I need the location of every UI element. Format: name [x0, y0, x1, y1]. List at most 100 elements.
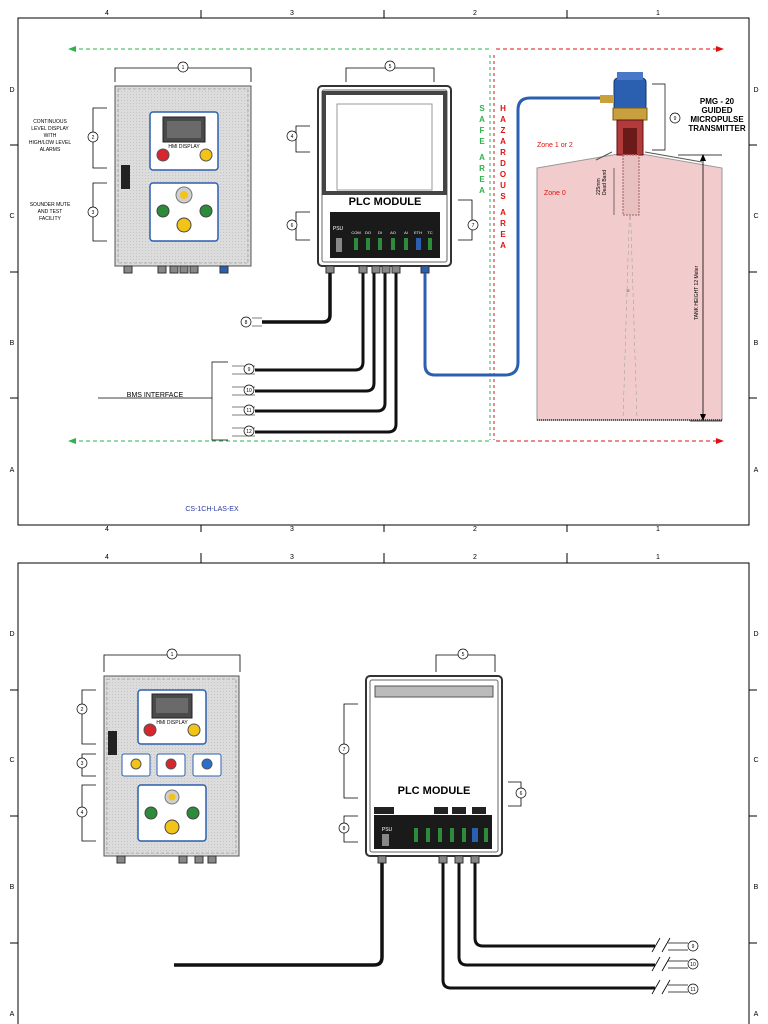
transmitter-label: MICROPULSE: [690, 115, 744, 124]
slot-ai: AI: [404, 230, 408, 235]
test-button[interactable]: [199, 204, 213, 218]
svg-text:A: A: [500, 208, 506, 217]
row-label: A: [754, 1011, 759, 1018]
svg-text:R: R: [500, 148, 506, 157]
svg-text:H: H: [500, 104, 506, 113]
svg-text:A: A: [500, 241, 506, 250]
level-display-label: HIGH/LOW LEVEL: [29, 140, 71, 146]
callout-6: 6: [520, 791, 523, 797]
callout-9: 9: [248, 367, 251, 373]
callout-1: 1: [171, 652, 174, 658]
row-label: B: [10, 340, 15, 347]
hazardous-area-label: H A Z A R D O U S A R E A: [500, 104, 506, 250]
slot-tc: TC: [427, 230, 432, 235]
plc-title: PLC MODULE: [398, 785, 471, 797]
callout-7: 7: [343, 747, 346, 753]
mute-button[interactable]: [156, 204, 170, 218]
col-label: 4: [105, 526, 109, 533]
svg-text:E: E: [500, 230, 506, 239]
alarm-lamp-yellow: [199, 148, 213, 162]
callout-6: 6: [291, 223, 294, 229]
row-label: B: [754, 340, 759, 347]
svg-text:D: D: [500, 159, 506, 168]
level-transmitter: [600, 72, 648, 216]
door-handle[interactable]: [108, 731, 117, 755]
dead-band-label: 225mm: [596, 178, 602, 195]
hmi-label: HMI DISPLAY: [156, 720, 188, 726]
callout-3: 3: [92, 210, 95, 216]
callout-11: 11: [246, 408, 251, 414]
level-display-label: LEVEL DISPLAY: [31, 126, 69, 132]
row-label: A: [10, 467, 15, 474]
row-label: B: [10, 884, 15, 891]
col-label: 1: [656, 554, 660, 561]
callout-2: 2: [92, 135, 95, 141]
transmitter-label: PMG - 20: [700, 97, 735, 106]
col-label: 2: [473, 10, 477, 17]
callout-1: 1: [182, 65, 185, 71]
reset-button[interactable]: [176, 217, 192, 233]
callout-4: 4: [81, 810, 84, 816]
row-label: C: [753, 213, 758, 220]
power-cable: [262, 273, 332, 324]
row-label: C: [753, 757, 758, 764]
svg-text:S: S: [479, 104, 485, 113]
row-label: A: [10, 1011, 15, 1018]
sounder-label: AND TEST: [38, 209, 63, 215]
transmitter-label: GUIDED: [701, 106, 732, 115]
svg-text:O: O: [500, 170, 506, 179]
storage-tank: ⌀: [536, 151, 723, 421]
slot-eth: ETH: [414, 230, 422, 235]
svg-text:Z: Z: [501, 126, 506, 135]
callout-8: 8: [245, 320, 248, 326]
power-cable-2: [174, 863, 384, 967]
slot-com: COM: [351, 230, 360, 235]
control-panel-1: HMI DISPLAY: [114, 85, 252, 274]
svg-text:E: E: [479, 175, 485, 184]
col-label: 3: [290, 554, 294, 561]
level-display-label: ALARMS: [40, 147, 61, 153]
callout-3: 3: [81, 761, 84, 767]
callout-9: 9: [692, 944, 695, 950]
svg-text:E: E: [479, 137, 485, 146]
drawing-1: 4 3 2 1 4 3 2 1 D C B A D C B A: [9, 10, 759, 533]
callout-12: 12: [246, 429, 252, 435]
level-display-label: WITH: [44, 133, 57, 139]
callout-5: 5: [462, 652, 465, 658]
zone-12-label: Zone 1 or 2: [537, 142, 573, 149]
col-label: 1: [656, 10, 660, 17]
slot-psu: PSU: [382, 827, 393, 833]
svg-text:F: F: [480, 126, 485, 135]
hmi-label: HMI DISPLAY: [168, 144, 200, 150]
callout-8: 8: [343, 826, 346, 832]
row-label: C: [9, 757, 14, 764]
col-label: 2: [473, 554, 477, 561]
plc-module-1: PLC MODULE PSU COM DO DI AO AI ETH TC: [317, 85, 452, 274]
level-display-label: CONTINUOUS: [33, 119, 67, 125]
row-label: D: [9, 631, 14, 638]
row-label: C: [9, 213, 14, 220]
svg-text:A: A: [479, 153, 485, 162]
row-label: D: [753, 87, 758, 94]
drawing-2: 4 3 2 1 D C B A D C B A HMI DISPLAY: [9, 553, 759, 1024]
col-label: 4: [105, 554, 109, 561]
row-label: B: [754, 884, 759, 891]
col-label: 3: [290, 526, 294, 533]
dead-band-label: Dead Band: [602, 170, 608, 195]
transmitter-label: TRANSMITTER: [688, 124, 746, 133]
callout-7: 7: [472, 223, 475, 229]
door-handle[interactable]: [121, 165, 130, 189]
plc-title: PLC MODULE: [349, 196, 422, 208]
plc-module-2: PLC MODULE PSU: [365, 675, 503, 864]
col-label: 1: [656, 526, 660, 533]
callout-10: 10: [246, 388, 252, 394]
row-label: D: [9, 87, 14, 94]
svg-text:A: A: [479, 186, 485, 195]
control-panel-2: HMI DISPLAY: [103, 675, 240, 864]
svg-text:R: R: [479, 164, 485, 173]
tank-height-label: TANK HEIGHT 12 Meter: [694, 265, 700, 320]
callout-10: 10: [690, 962, 696, 968]
callout-5: 5: [389, 64, 392, 70]
callout-11: 11: [690, 987, 695, 993]
slot-ao: AO: [390, 230, 396, 235]
